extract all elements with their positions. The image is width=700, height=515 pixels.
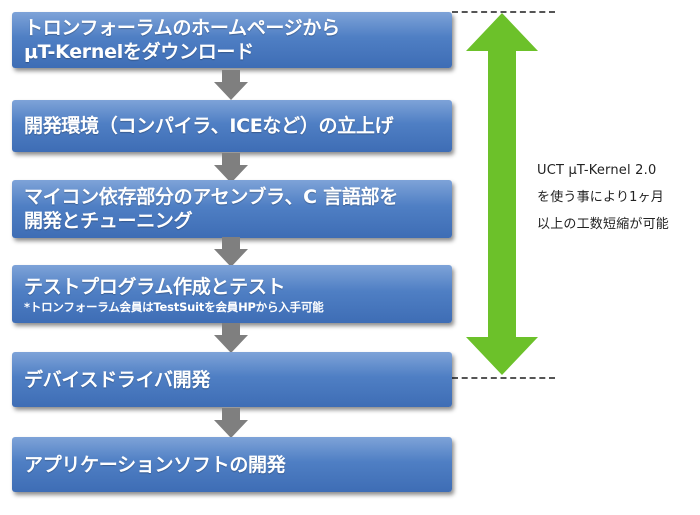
down-arrow-icon [214, 153, 248, 183]
step-dev-environment: 開発環境（コンパイラ、ICEなど）の立上げ [12, 100, 452, 152]
step-label: トロンフォーラムのホームページから μT-Kernelをダウンロード [24, 17, 340, 63]
step-label: 開発環境（コンパイラ、ICEなど）の立上げ [24, 115, 394, 137]
down-arrow-icon [214, 237, 248, 267]
step-note: *トロンフォーラム会員はTestSuitを会員HPから入手可能 [24, 299, 324, 314]
step-label: デバイスドライバ開発 [24, 368, 211, 391]
step-porting-tuning: マイコン依存部分のアセンブラ、C 言語部を 開発とチューニング [12, 180, 452, 238]
note-line: 以上の工数短縮が可能 [537, 217, 670, 232]
step-label: アプリケーションソフトの開発 [24, 453, 286, 476]
step-download: トロンフォーラムのホームページから μT-Kernelをダウンロード [12, 12, 452, 68]
step-label: マイコン依存部分のアセンブラ、C 言語部を 開発とチューニング [24, 186, 398, 232]
dashed-line-bottom [452, 377, 555, 379]
down-arrow-icon [214, 323, 248, 353]
down-arrow-icon [214, 70, 248, 100]
time-saving-note: UCT μT-Kernel 2.0 を使う事により1ヶ月 以上の工数短縮が可能 [537, 157, 697, 238]
dashed-line-top [452, 11, 555, 13]
note-line: を使う事により1ヶ月 [537, 190, 665, 205]
step-test: テストプログラム作成とテスト *トロンフォーラム会員はTestSuitを会員HP… [12, 265, 452, 323]
step-label: テストプログラム作成とテスト [24, 275, 286, 298]
down-arrow-icon [214, 408, 248, 438]
step-application: アプリケーションソフトの開発 [12, 437, 452, 492]
step-device-driver: デバイスドライバ開発 [12, 352, 452, 407]
note-line: UCT μT-Kernel 2.0 [537, 163, 657, 178]
double-arrow-icon [466, 13, 538, 375]
